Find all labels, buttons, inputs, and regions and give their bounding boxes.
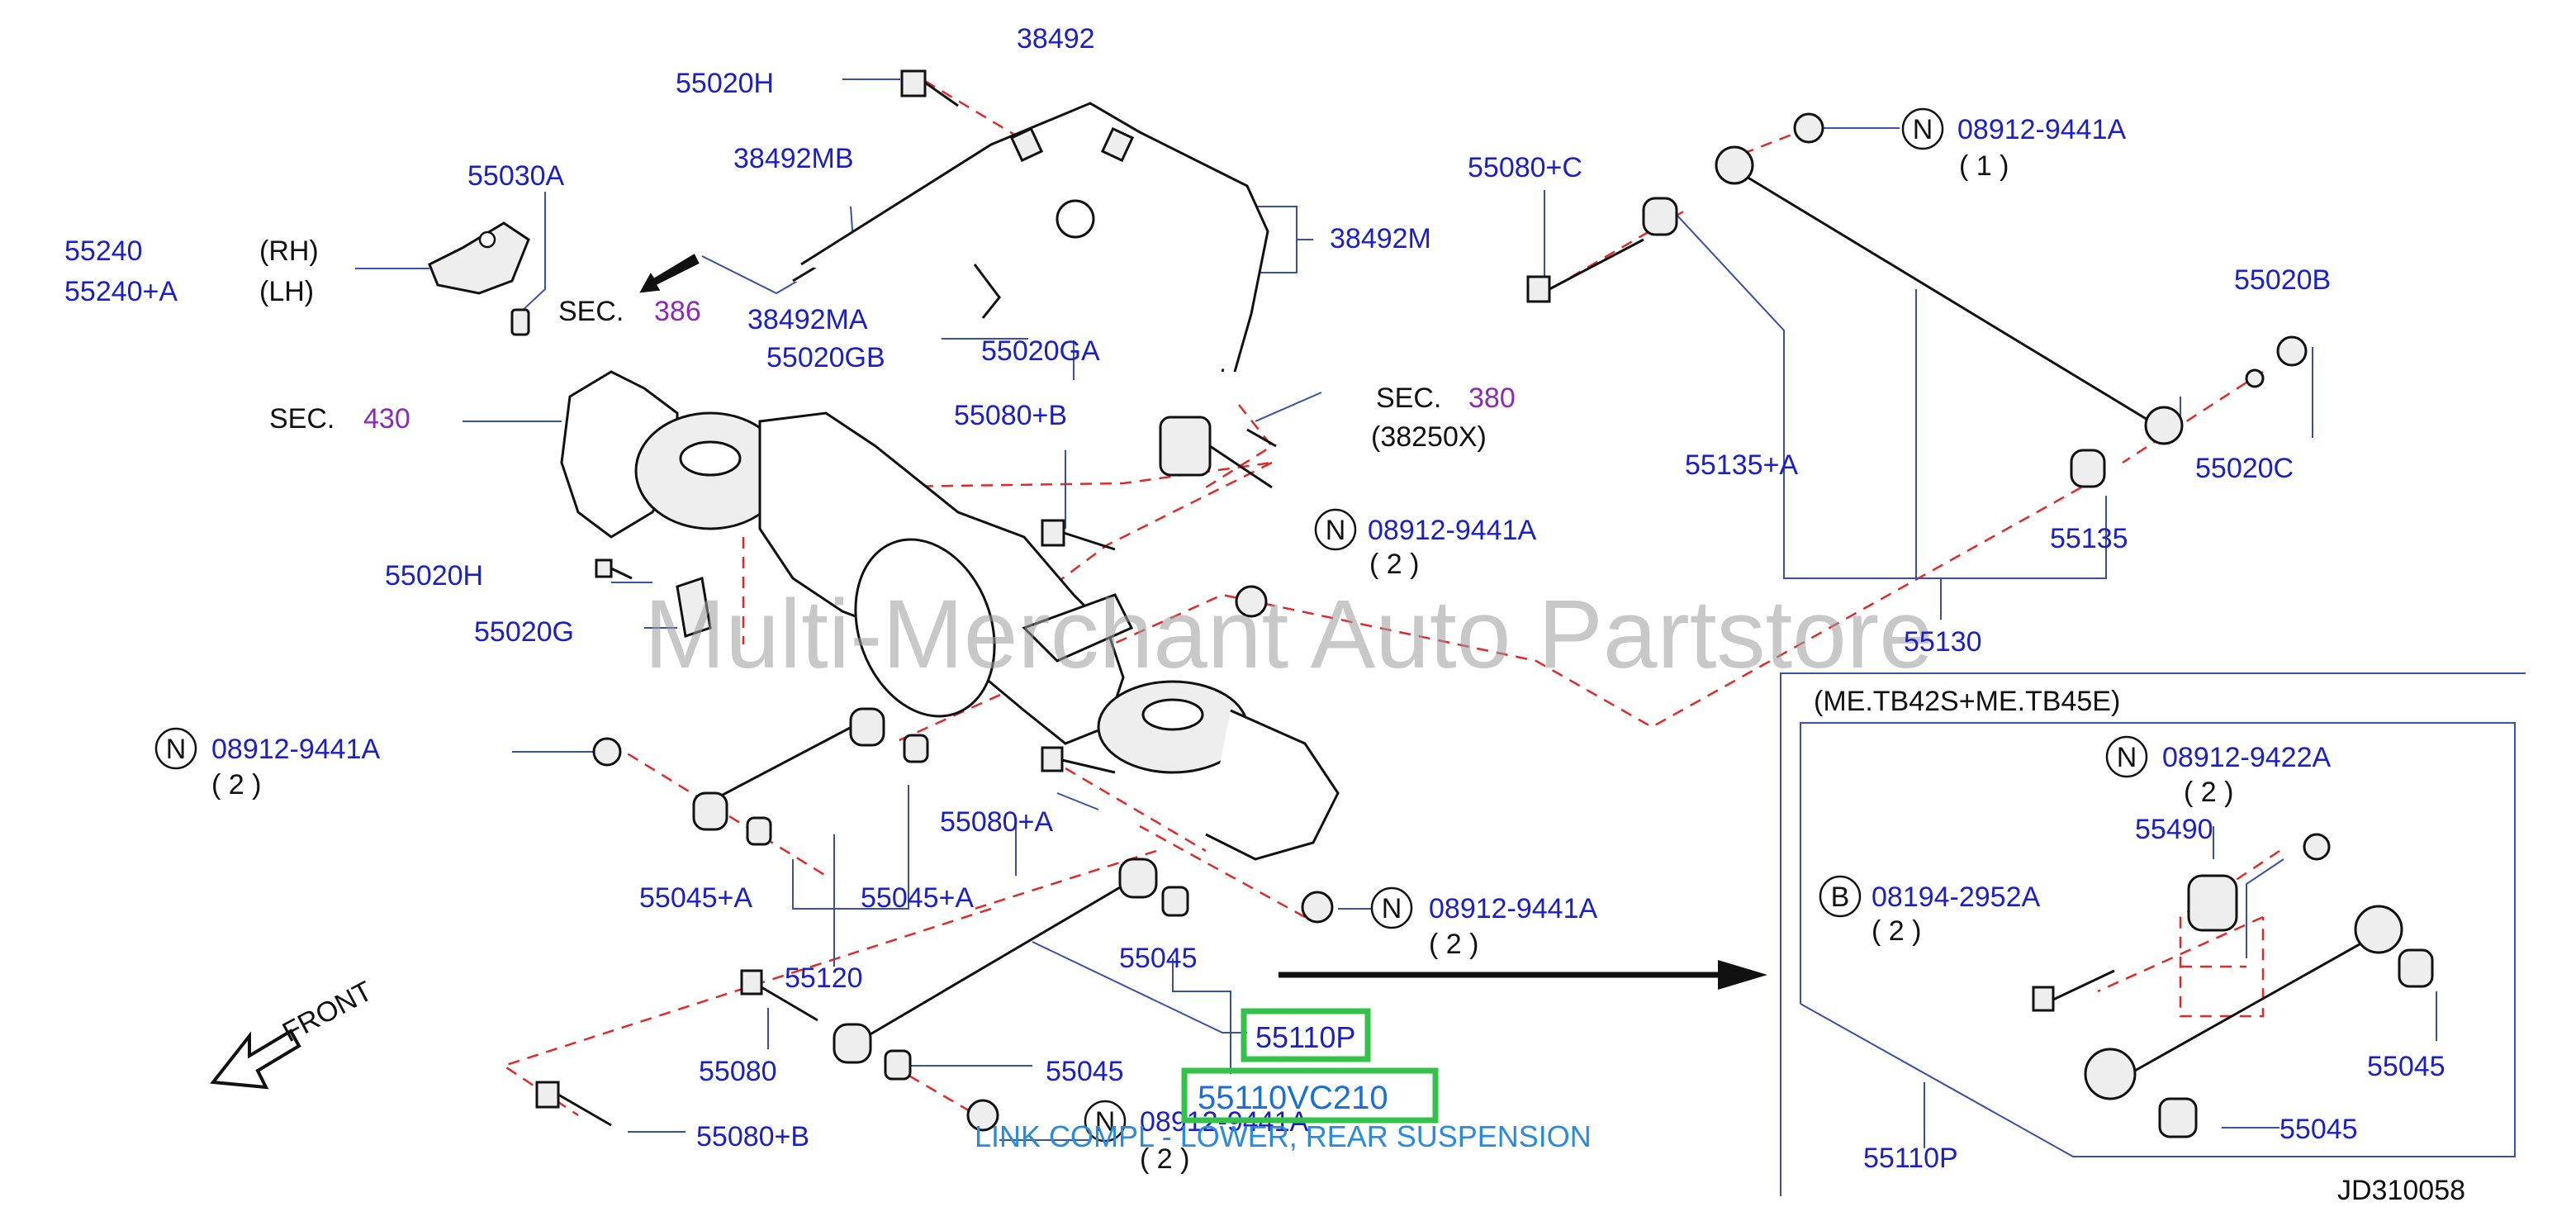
- qty-2: ( 2 ): [211, 769, 261, 801]
- label-55110p-inset[interactable]: 55110P: [1863, 1143, 1958, 1174]
- label-55045-2[interactable]: 55045: [1046, 1056, 1124, 1087]
- label-55020b[interactable]: 55020B: [2234, 264, 2331, 296]
- label-55080a[interactable]: 55080+A: [940, 806, 1053, 838]
- n-symbol: N: [1913, 114, 1933, 145]
- inset-link-assembly: [2032, 833, 2434, 1138]
- nut-08912-bottom: [966, 1099, 999, 1132]
- label-55045a-1[interactable]: 55045+A: [639, 882, 752, 914]
- qty-2: ( 2 ): [2184, 777, 2233, 808]
- label-55240[interactable]: 55240: [64, 235, 143, 267]
- label-08912-9441a-right[interactable]: 08912-9441A: [1429, 893, 1598, 924]
- label-sec-430: SEC.: [269, 403, 334, 435]
- bolt-55020h-mid: [595, 558, 633, 580]
- highlight-box-number: [1181, 1067, 1439, 1124]
- label-38492mb[interactable]: 38492MB: [733, 143, 854, 174]
- diagram-caption: LINK COMPL - LOWER, REAR SUSPENSION: [975, 1119, 1592, 1153]
- label-55045-inset-1[interactable]: 55045: [2367, 1051, 2446, 1082]
- assembly-dashed-lines: [501, 79, 2280, 1125]
- n-circles: [154, 107, 2148, 1143]
- front-label: FRONT: [278, 976, 377, 1049]
- label-55020g[interactable]: 55020G: [474, 616, 574, 648]
- label-rh: (RH): [259, 235, 319, 267]
- highlight-part-number[interactable]: 55110VC210: [1198, 1080, 1388, 1116]
- qty-2: ( 2 ): [1429, 929, 1478, 960]
- label-55240a[interactable]: 55240+A: [64, 276, 178, 307]
- label-38250x: (38250X): [1371, 421, 1487, 453]
- clip-55020g: [676, 577, 712, 638]
- nut-08912-mid: [1235, 585, 1268, 618]
- bolt-55080c: [1526, 238, 1644, 303]
- brake-hose-assembly: [792, 102, 1269, 373]
- sec-386-arrow-icon: [639, 254, 700, 293]
- label-55020h-mid[interactable]: 55020H: [385, 560, 483, 592]
- b-symbol: B: [1831, 881, 1850, 913]
- sec-ref-430[interactable]: 430: [363, 403, 410, 435]
- label-55120[interactable]: 55120: [785, 962, 863, 994]
- label-08912-9441a-mid[interactable]: 08912-9441A: [1368, 515, 1537, 546]
- label-55045-inset-2[interactable]: 55045: [2279, 1114, 2358, 1145]
- label-sec-380: SEC.: [1376, 383, 1441, 414]
- label-55080[interactable]: 55080: [699, 1056, 777, 1087]
- highlighted-part[interactable]: 55110P 55110VC210: [1181, 1008, 1439, 1124]
- front-arrow-icon: [210, 1029, 301, 1090]
- highlight-box-part: [1241, 1008, 1371, 1062]
- label-55490[interactable]: 55490: [2135, 814, 2213, 845]
- bolt-55080b-bottom: [535, 1081, 612, 1127]
- label-55080c[interactable]: 55080+C: [1468, 152, 1582, 183]
- label-08912-9422a[interactable]: 08912-9422A: [2162, 742, 2332, 773]
- label-55020h-top[interactable]: 55020H: [676, 68, 774, 99]
- qty-2: ( 2 ): [1872, 915, 1921, 947]
- bracket-55240: [428, 221, 530, 336]
- lateral-rod-55130: [1642, 112, 2308, 488]
- qty-2: ( 2 ): [1369, 549, 1419, 580]
- label-55080b-bottom[interactable]: 55080+B: [696, 1121, 809, 1152]
- link-55120: [692, 707, 929, 846]
- label-55135a[interactable]: 55135+A: [1685, 449, 1798, 481]
- highlight-part-label[interactable]: 55110P: [1255, 1020, 1355, 1054]
- drawing-code: JD310058: [2337, 1175, 2465, 1206]
- detail-arrow-icon: [1279, 960, 1767, 990]
- inset-title: (ME.TB42S+ME.TB45E): [1814, 686, 2120, 717]
- bolt-55080: [740, 969, 818, 1022]
- label-55045a-2[interactable]: 55045+A: [861, 882, 974, 914]
- label-55045-1[interactable]: 55045: [1119, 943, 1198, 974]
- label-08912-9441a-top[interactable]: 08912-9441A: [1957, 114, 2127, 145]
- bolt-55080a: [1041, 746, 1116, 774]
- bolt-55080b-top: [1041, 519, 1116, 551]
- qty-1: ( 1 ): [1959, 150, 2009, 182]
- n-symbol: N: [1326, 515, 1346, 546]
- n-symbol: N: [166, 734, 187, 765]
- label-55130[interactable]: 55130: [1904, 626, 1982, 658]
- label-08194-2952a[interactable]: 08194-2952A: [1872, 881, 2041, 913]
- qty-2: ( 2 ): [1140, 1143, 1189, 1175]
- label-55080b-top[interactable]: 55080+B: [954, 400, 1067, 431]
- nut-08912-right: [1301, 891, 1334, 924]
- label-55020ga[interactable]: 55020GA: [981, 335, 1100, 367]
- label-08912-9441a-left[interactable]: 08912-9441A: [211, 734, 381, 765]
- inset-frame: [1780, 672, 2526, 1196]
- label-55135[interactable]: 55135: [2050, 523, 2128, 554]
- n-symbol: N: [1095, 1106, 1116, 1138]
- n-symbol: N: [2117, 742, 2137, 773]
- nut-08912-left: [592, 737, 622, 767]
- label-55030a[interactable]: 55030A: [467, 160, 565, 192]
- bolt-55020h-top: [900, 69, 959, 107]
- label-38492m[interactable]: 38492M: [1330, 223, 1431, 254]
- label-55020c[interactable]: 55020C: [2195, 453, 2294, 484]
- axle-housing: [560, 370, 1340, 861]
- sec-ref-380[interactable]: 380: [1468, 383, 1516, 414]
- label-55020gb[interactable]: 55020GB: [766, 342, 885, 373]
- brake-fitting-38250x: [1159, 416, 1277, 489]
- label-lh: (LH): [259, 276, 314, 307]
- link-55110p-main: [833, 858, 1189, 1081]
- watermark: Multi-Merchant Auto Partstore: [644, 580, 1933, 689]
- sec-ref-386[interactable]: 386: [654, 296, 701, 327]
- label-38492[interactable]: 38492: [1017, 23, 1095, 55]
- label-sec-386: SEC.: [558, 296, 624, 327]
- n-symbol: N: [1382, 893, 1402, 924]
- label-38492ma[interactable]: 38492MA: [747, 304, 868, 335]
